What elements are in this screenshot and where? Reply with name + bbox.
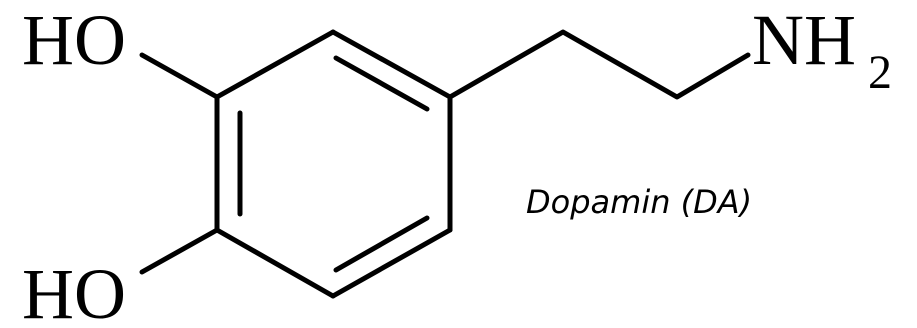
hydroxyl-top-label: HO: [22, 0, 126, 80]
ethyl-amine-chain: [447, 29, 751, 100]
benzene-ring: [214, 29, 453, 299]
ring-bond-top-right: [330, 29, 453, 100]
ring-bond-bottom-left: [214, 227, 336, 299]
bond-to-hydroxyl-top: [139, 52, 220, 100]
ring-double-bond-upper-right: [333, 55, 430, 112]
amine-label: NH: [752, 0, 856, 80]
ring-bond-bottom-right: [330, 227, 453, 299]
ring-double-bond-lower-right: [333, 215, 430, 273]
molecule-caption: Dopamin (DA): [526, 183, 752, 221]
amine-subscript: 2: [868, 46, 892, 99]
hydroxyl-bottom-label: HO: [22, 254, 126, 328]
bond-to-hydroxyl-bottom: [139, 227, 220, 275]
ring-bond-top-left: [214, 29, 336, 100]
